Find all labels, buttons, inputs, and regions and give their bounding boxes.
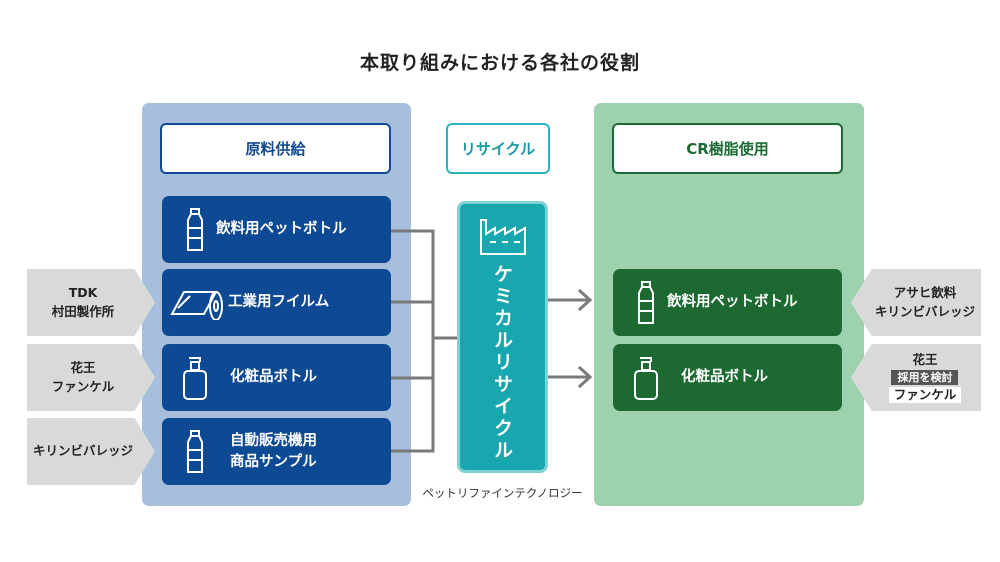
pump-bottle-icon [625,355,667,401]
pet-bottle-icon [174,429,216,475]
factory-icon [478,216,528,260]
company-name: TDK [68,285,98,301]
use-item-pet-bottle: 飲料用ペットボトル [613,269,842,336]
company-name: ファンケル [51,378,115,394]
pet-bottle-icon [625,280,667,326]
company-name: アサヒ飲料 [893,285,957,301]
supply-item-cosmetic-bottle: 化粧品ボトル [162,344,391,411]
company-name: 村田製作所 [51,303,115,319]
chemical-recycle-box: ケミカルリサイクル [457,201,548,473]
status-badge: 採用を検討 [891,369,959,386]
supply-item-label: 化粧品ボトル [230,369,317,386]
company-name: キリンビバレッジ [32,443,133,459]
film-roll-icon [168,280,228,326]
recycle-header: リサイクル [446,123,550,174]
company-tag-kao-fancl: 花王 ファンケル [27,344,155,411]
company-name: ファンケル [888,387,962,403]
use-item-cosmetic-bottle: 化粧品ボトル [613,344,842,411]
supply-item-label: 飲料用ペットボトル [216,221,347,238]
supply-item-label-line1: 自動販売機用 [230,433,317,450]
chemical-recycle-label: ケミカルリサイクル [491,264,513,462]
supply-item-vending-sample: 自動販売機用 商品サンプル [162,418,391,485]
pump-bottle-icon [174,355,216,401]
supply-item-pet-bottle: 飲料用ペットボトル [162,196,391,263]
company-tag-asahi-kirin: アサヒ飲料 キリンビバレッジ [851,269,981,336]
use-item-label: 化粧品ボトル [681,369,768,386]
page-title: 本取り組みにおける各社の役割 [359,52,640,74]
supply-item-label: 工業用フイルム [228,294,330,311]
company-tag-kirin: キリンビバレッジ [27,418,155,485]
company-name: 花王 [912,352,938,367]
company-tag-tdk-murata: TDK 村田製作所 [27,269,155,336]
use-header: CR樹脂使用 [612,123,843,174]
company-name: キリンビバレッジ [874,303,975,319]
recycle-company-label: ペットリファインテクノロジー [422,486,583,500]
use-item-label: 飲料用ペットボトル [667,294,798,311]
supply-header: 原料供給 [160,123,391,174]
supply-item-label-line2: 商品サンプル [230,453,317,470]
supply-item-label: 自動販売機用 商品サンプル [216,431,391,472]
company-tag-kao-fancl-consider: 花王 採用を検討 ファンケル [851,344,981,411]
supply-item-film: 工業用フイルム [162,269,391,336]
pet-bottle-icon [174,207,216,253]
company-name: 花王 [70,360,96,376]
